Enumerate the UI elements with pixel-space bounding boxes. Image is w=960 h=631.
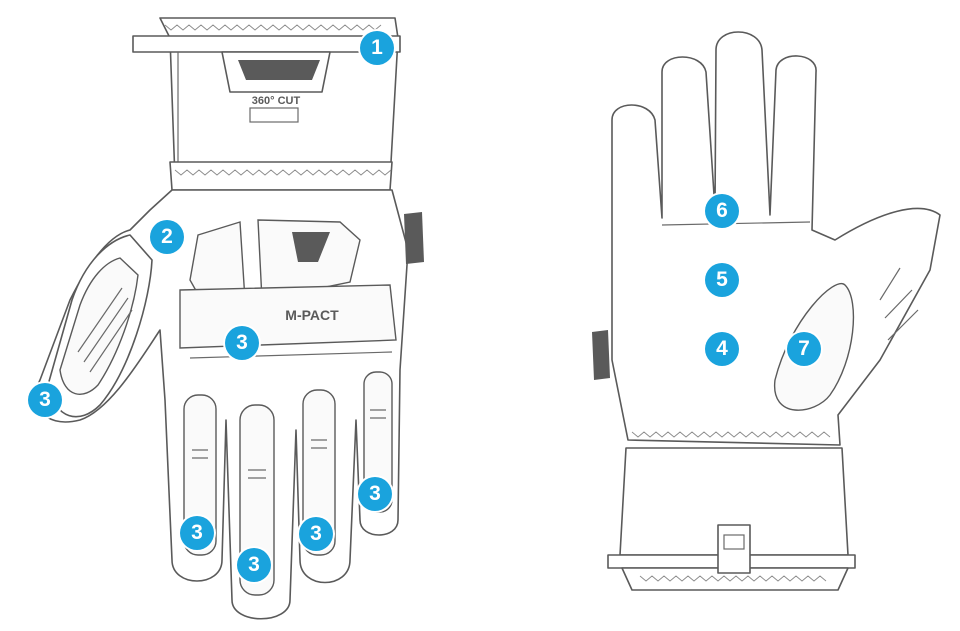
back-glove: 360° CUT M-PACT	[35, 17, 424, 620]
cuff-logo-text: 360° CUT	[252, 95, 301, 107]
marker-3-thumb: 3	[28, 383, 62, 417]
marker-7: 7	[787, 332, 821, 366]
marker-3-pinky: 3	[358, 477, 392, 511]
marker-3-middle: 3	[237, 548, 271, 582]
marker-4: 4	[705, 332, 739, 366]
marker-3-knuckle: 3	[225, 326, 259, 360]
marker-5: 5	[705, 263, 739, 297]
marker-2: 2	[150, 220, 184, 254]
marker-1: 1	[360, 31, 394, 65]
knuckle-logo-text: M-PACT	[285, 307, 339, 323]
palm-glove	[592, 31, 941, 591]
marker-3-index: 3	[180, 516, 214, 550]
marker-6: 6	[705, 194, 739, 228]
marker-3-ring: 3	[299, 517, 333, 551]
